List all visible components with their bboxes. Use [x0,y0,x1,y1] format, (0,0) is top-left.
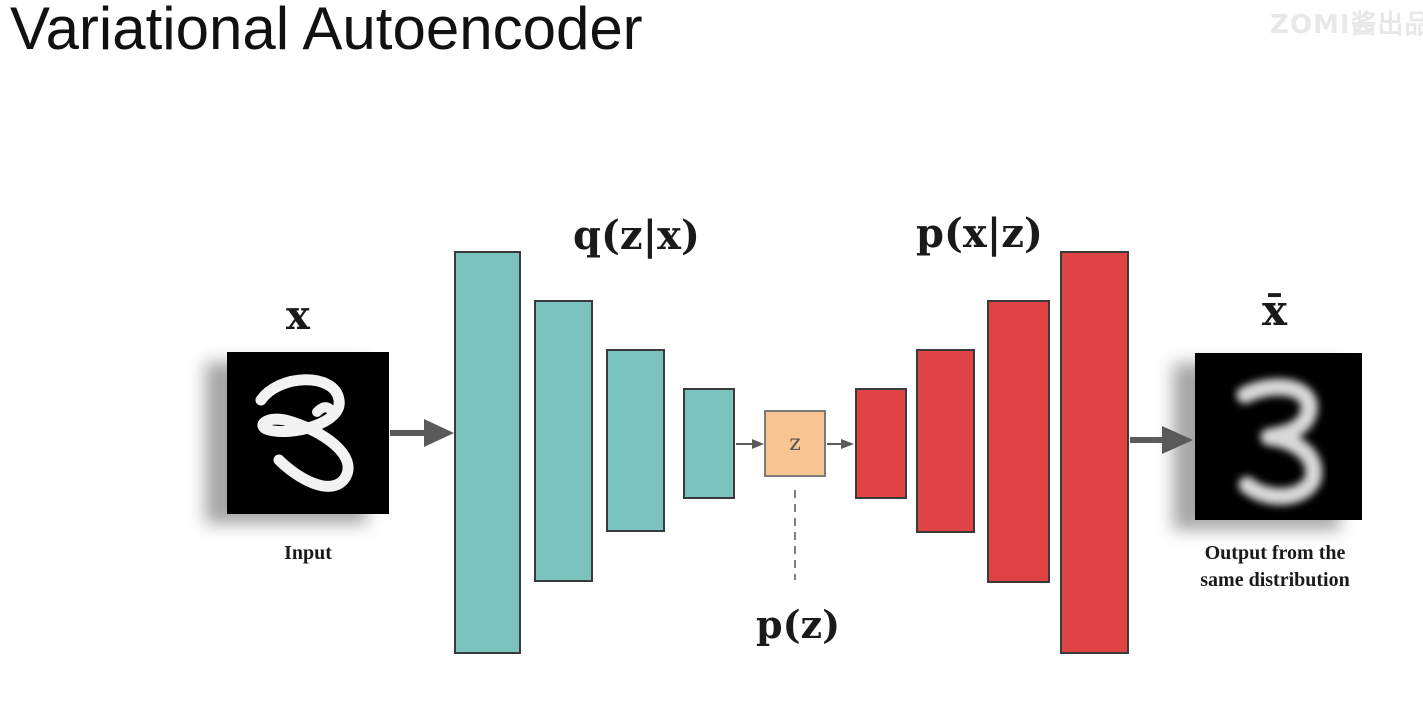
encoder-layer-4 [683,388,735,499]
decoder-layer-4 [1060,251,1129,654]
output-caption-line-1: Output from the [1204,542,1346,564]
input-caption: Input [284,542,332,564]
input-arrow [390,419,454,447]
encoder-to-z-arrow [736,439,764,449]
output-arrow [1130,426,1193,454]
decoder-layer-1 [855,388,907,499]
decoder-layer-2 [916,349,975,533]
encoder-layer-3 [606,349,665,532]
decoder-layer-3 [987,300,1050,583]
output-caption: Output from the same distribution [1168,540,1382,594]
input-symbol: x [286,292,310,339]
latent-label: z [789,431,801,456]
output-symbol: x̄ [1262,286,1288,335]
output-caption-line-2: same distribution [1200,569,1350,591]
prior-label: p(z) [756,602,841,647]
output-image [1195,353,1362,520]
z-to-decoder-arrow [827,439,854,449]
input-image [227,352,389,514]
encoder-layer-2 [534,300,593,582]
input-digit-three [255,374,354,492]
encoder-layer-1 [454,251,521,654]
encoder-label: q(z|x) [573,212,700,259]
watermark: ZOMI酱出品 [1270,10,1423,40]
latent-z-box: z [764,410,826,477]
output-digit-three [1236,378,1323,505]
decoder-label: p(x|z) [916,210,1043,257]
slide-title: Variational Autoencoder [10,0,643,62]
